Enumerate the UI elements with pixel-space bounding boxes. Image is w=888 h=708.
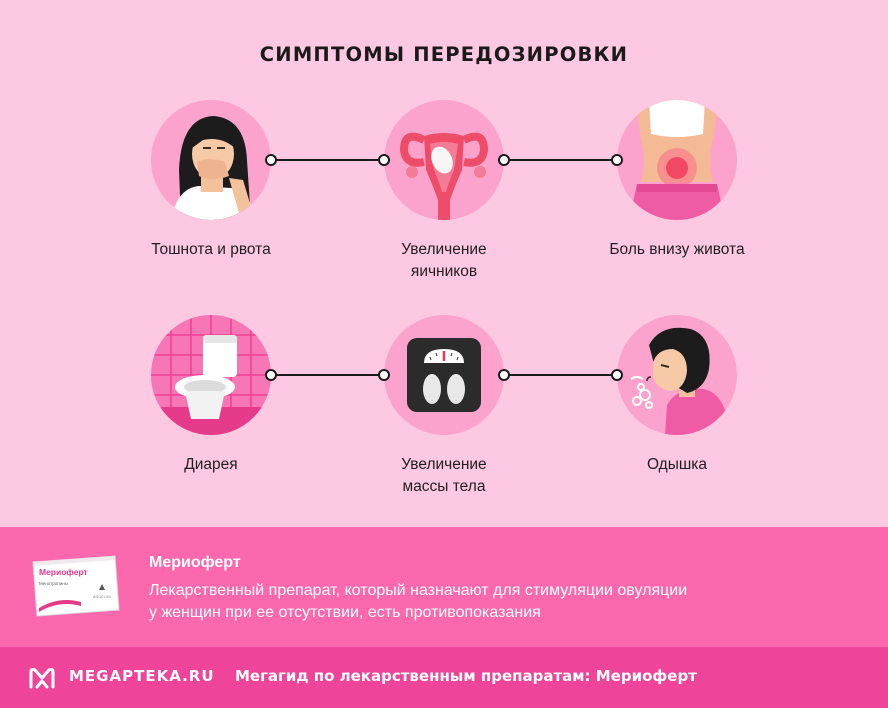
- connector-line: [504, 159, 617, 161]
- symptom-label: Диарея: [184, 456, 238, 473]
- footer-bar: MEGAPTEKA.RU Мегагид по лекарственным пр…: [0, 647, 888, 708]
- bathroom-scale-icon: [407, 338, 481, 412]
- product-name: Мериоферт: [149, 554, 241, 571]
- shortness-of-breath-icon: [630, 327, 729, 435]
- brand-name-link[interactable]: MEGAPTEKA.RU: [69, 667, 215, 685]
- toilet-icon: [151, 315, 271, 435]
- product-box-subtitle: Менотропины: [39, 581, 68, 586]
- product-package-image: Мериоферт Менотропины ANGELINI: [29, 552, 121, 620]
- connector-dot: [265, 154, 277, 166]
- connector-dot: [498, 369, 510, 381]
- symptom-label: Боль внизу живота: [609, 241, 745, 258]
- symptom-label: Одышка: [646, 456, 708, 473]
- symptom-circle-nausea: [151, 100, 271, 220]
- connector-dot: [265, 369, 277, 381]
- connector-dot: [378, 369, 390, 381]
- symptom-label: Увеличение массы тела: [401, 456, 487, 495]
- footer-caption: Мегагид по лекарственным препаратам: Мер…: [235, 667, 697, 685]
- connector-dot: [611, 154, 623, 166]
- symptom-circle-abdominal-pain: [617, 100, 737, 220]
- product-description: Лекарственный препарат, который назначаю…: [149, 582, 688, 621]
- symptom-circle-diarrhea: [151, 315, 271, 435]
- symptom-label: Увеличение яичников: [401, 241, 487, 280]
- connector-line: [271, 159, 384, 161]
- connector-line: [504, 374, 617, 376]
- connector-dot: [378, 154, 390, 166]
- connector-line: [271, 374, 384, 376]
- product-box-maker: ANGELINI: [93, 595, 111, 599]
- nausea-woman-icon: [171, 116, 255, 220]
- product-box-brand: Мериоферт: [39, 567, 88, 577]
- symptom-circle-shortness-of-breath: [617, 315, 737, 435]
- connector-dot: [611, 369, 623, 381]
- abdominal-pain-icon: [629, 100, 725, 220]
- symptom-label: Тошнота и рвота: [151, 241, 271, 258]
- product-info-band: Мериоферт Менотропины ANGELINI Мериоферт…: [0, 527, 888, 647]
- megapteka-logo-icon[interactable]: [29, 665, 55, 691]
- ovaries-icon: [399, 132, 489, 220]
- page-title: СИМПТОМЫ ПЕРЕДОЗИРОВКИ: [259, 43, 629, 66]
- symptom-circle-ovaries: [384, 100, 504, 220]
- connector-dot: [498, 154, 510, 166]
- symptom-circle-weight-gain: [384, 315, 504, 435]
